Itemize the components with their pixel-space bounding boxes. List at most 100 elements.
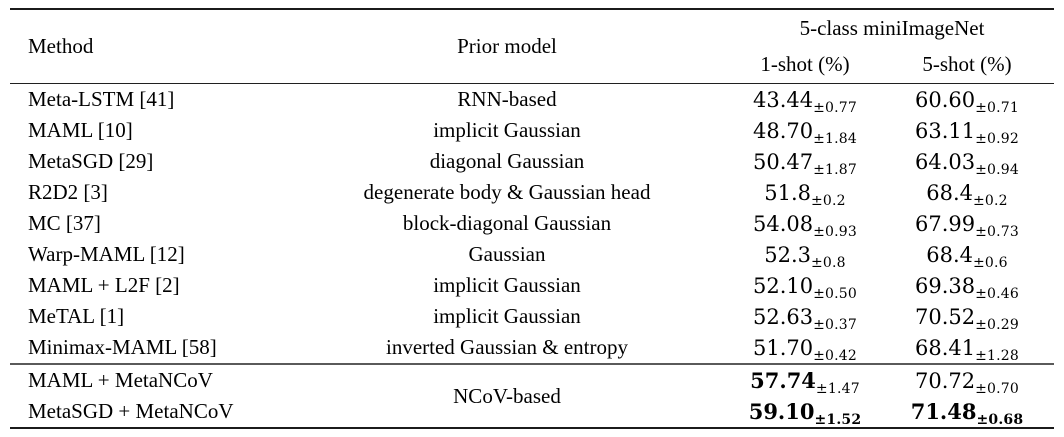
table-row: Meta-LSTM [41] RNN-based 43.44±0.77 60.6… — [10, 84, 1054, 116]
five-shot-cell: 70.52±0.29 — [880, 301, 1054, 332]
prior-model-cell: implicit Gaussian — [433, 118, 581, 142]
one-shot-cell: 59.10±1.52 — [730, 396, 880, 428]
score-stddev: ±0.70 — [975, 380, 1020, 397]
method-cell: Meta-LSTM [41] — [28, 87, 175, 111]
prior-model-cell: degenerate body & Gaussian head — [363, 180, 651, 204]
table-row: MAML + L2F [2] implicit Gaussian 52.10±0… — [10, 270, 1054, 301]
score-value: 68.4 — [926, 180, 973, 205]
score-stddev: ±1.84 — [813, 130, 858, 147]
method-cell: Warp-MAML [12] — [28, 242, 185, 266]
five-shot-cell: 64.03±0.94 — [880, 146, 1054, 177]
column-header-1-shot: 1-shot (%) — [760, 52, 850, 76]
score-stddev: ±0.68 — [976, 411, 1024, 428]
column-header-5-shot: 5-shot (%) — [922, 52, 1012, 76]
column-header-prior-model: Prior model — [457, 34, 557, 58]
method-cell: Minimax-MAML [58] — [28, 335, 217, 359]
score-stddev: ±0.46 — [975, 285, 1020, 302]
prior-model-cell: implicit Gaussian — [433, 304, 581, 328]
score-value: 57.74 — [750, 368, 816, 393]
score-value: 68.41 — [914, 335, 976, 360]
score-stddev: ±0.50 — [813, 285, 858, 302]
method-cell: MetaSGD [29] — [28, 149, 154, 173]
one-shot-cell: 52.10±0.50 — [730, 270, 880, 301]
score-stddev: ±0.6 — [972, 254, 1008, 271]
table-row: MC [37] block-diagonal Gaussian 54.08±0.… — [10, 208, 1054, 239]
prior-model-cell: Gaussian — [468, 242, 546, 266]
score-value: 63.11 — [914, 118, 976, 143]
five-shot-cell: 67.99±0.73 — [880, 208, 1054, 239]
prior-model-merged-cell: NCoV-based — [453, 383, 561, 408]
method-cell: MetaSGD + MetaNCoV — [28, 399, 234, 423]
score-stddev: ±0.73 — [975, 223, 1020, 240]
five-shot-cell: 70.72±0.70 — [880, 364, 1054, 396]
score-value: 59.10 — [748, 399, 815, 424]
score-value: 67.99 — [914, 211, 976, 236]
method-cell: MAML + MetaNCoV — [28, 368, 213, 392]
column-header-method: Method — [28, 34, 94, 58]
score-value: 52.10 — [752, 273, 814, 298]
score-value: 71.48 — [910, 399, 977, 424]
table-row: Warp-MAML [12] Gaussian 52.3±0.8 68.4±0.… — [10, 239, 1054, 270]
score-stddev: ±0.8 — [810, 254, 846, 271]
method-cell: R2D2 [3] — [28, 180, 108, 204]
five-shot-cell: 71.48±0.68 — [880, 396, 1054, 428]
score-stddev: ±0.2 — [810, 192, 846, 209]
one-shot-cell: 50.47±1.87 — [730, 146, 880, 177]
one-shot-cell: 51.8±0.2 — [730, 177, 880, 208]
score-value: 70.52 — [914, 304, 976, 329]
score-value: 51.8 — [764, 180, 811, 205]
one-shot-cell: 52.63±0.37 — [730, 301, 880, 332]
five-shot-cell: 68.4±0.2 — [880, 177, 1054, 208]
five-shot-cell: 63.11±0.92 — [880, 115, 1054, 146]
score-value: 52.63 — [752, 304, 814, 329]
five-shot-cell: 68.4±0.6 — [880, 239, 1054, 270]
table-row: MetaSGD + MetaNCoV 59.10±1.52 71.48±0.68 — [10, 396, 1054, 428]
table-row: MetaSGD [29] diagonal Gaussian 50.47±1.8… — [10, 146, 1054, 177]
five-shot-cell: 69.38±0.46 — [880, 270, 1054, 301]
score-stddev: ±0.94 — [975, 161, 1020, 178]
score-value: 60.60 — [914, 87, 976, 112]
one-shot-cell: 51.70±0.42 — [730, 332, 880, 364]
one-shot-cell: 43.44±0.77 — [730, 84, 880, 116]
table-row: MAML [10] implicit Gaussian 48.70±1.84 6… — [10, 115, 1054, 146]
one-shot-cell: 57.74±1.47 — [730, 364, 880, 396]
score-stddev: ±1.28 — [975, 347, 1020, 364]
one-shot-cell: 52.3±0.8 — [730, 239, 880, 270]
score-stddev: ±0.42 — [813, 347, 858, 364]
table-row: R2D2 [3] degenerate body & Gaussian head… — [10, 177, 1054, 208]
score-stddev: ±0.92 — [975, 130, 1020, 147]
table-row: MeTAL [1] implicit Gaussian 52.63±0.37 7… — [10, 301, 1054, 332]
one-shot-cell: 48.70±1.84 — [730, 115, 880, 146]
prior-model-cell: implicit Gaussian — [433, 273, 581, 297]
method-cell: MAML [10] — [28, 118, 133, 142]
score-value: 69.38 — [914, 273, 976, 298]
score-value: 48.70 — [752, 118, 814, 143]
score-stddev: ±0.37 — [813, 316, 858, 333]
score-value: 64.03 — [914, 149, 976, 174]
score-stddev: ±1.87 — [813, 161, 858, 178]
score-stddev: ±0.93 — [813, 223, 858, 240]
prior-model-cell: RNN-based — [457, 87, 557, 111]
prior-model-cell: block-diagonal Gaussian — [402, 211, 612, 235]
score-stddev: ±1.52 — [814, 411, 862, 428]
method-cell: MC [37] — [28, 211, 101, 235]
one-shot-cell: 54.08±0.93 — [730, 208, 880, 239]
prior-model-cell: diagonal Gaussian — [429, 149, 585, 173]
score-stddev: ±0.77 — [813, 99, 858, 116]
results-table: Method Prior model 5-class miniImageNet … — [10, 8, 1055, 429]
score-value: 68.4 — [926, 242, 973, 267]
score-value: 43.44 — [752, 87, 814, 112]
table-row: Minimax-MAML [58] inverted Gaussian & en… — [10, 332, 1054, 364]
prior-model-cell: inverted Gaussian & entropy — [385, 335, 629, 359]
table-row: MAML + MetaNCoV NCoV-based 57.74±1.47 70… — [10, 364, 1054, 408]
score-value: 70.72 — [914, 368, 976, 393]
method-cell: MeTAL [1] — [28, 304, 125, 328]
score-value: 54.08 — [752, 211, 814, 236]
column-group-header-miniimagenet: 5-class miniImageNet — [799, 15, 985, 40]
score-stddev: ±0.71 — [975, 99, 1020, 116]
score-stddev: ±0.2 — [972, 192, 1008, 209]
five-shot-cell: 60.60±0.71 — [880, 84, 1054, 116]
table-header: Method Prior model 5-class miniImageNet … — [10, 9, 1055, 84]
score-value: 51.70 — [752, 335, 814, 360]
